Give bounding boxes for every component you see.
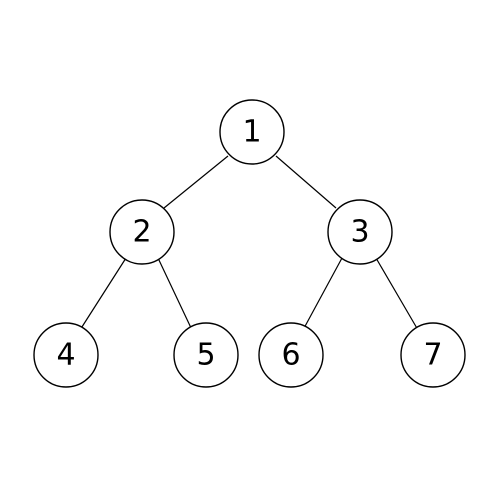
edge-2-5 [157, 257, 193, 331]
edge-1-3 [275, 155, 337, 209]
tree-node-3: 3 [327, 199, 393, 265]
edge-2-4 [79, 257, 127, 331]
node-circle [173, 322, 239, 388]
edge-group [79, 155, 419, 331]
tree-node-4: 4 [33, 322, 99, 388]
node-label: 4 [56, 338, 75, 373]
tree-node-2: 2 [109, 199, 175, 265]
edge-3-7 [375, 257, 419, 331]
node-label: 6 [281, 338, 300, 373]
node-label: 5 [196, 338, 215, 373]
edge-3-6 [302, 257, 343, 331]
tree-node-6: 6 [258, 322, 324, 388]
node-group: 1 2 3 4 5 6 7 [33, 99, 466, 388]
node-label: 2 [132, 215, 151, 250]
node-circle [258, 322, 324, 388]
node-label: 7 [423, 338, 442, 373]
edge-1-2 [163, 155, 229, 209]
node-label: 1 [242, 115, 261, 150]
node-circle [327, 199, 393, 265]
node-circle [400, 322, 466, 388]
tree-node-7: 7 [400, 322, 466, 388]
node-circle [33, 322, 99, 388]
tree-node-1: 1 [219, 99, 285, 165]
node-circle [109, 199, 175, 265]
tree-node-5: 5 [173, 322, 239, 388]
node-label: 3 [350, 215, 369, 250]
node-circle [219, 99, 285, 165]
